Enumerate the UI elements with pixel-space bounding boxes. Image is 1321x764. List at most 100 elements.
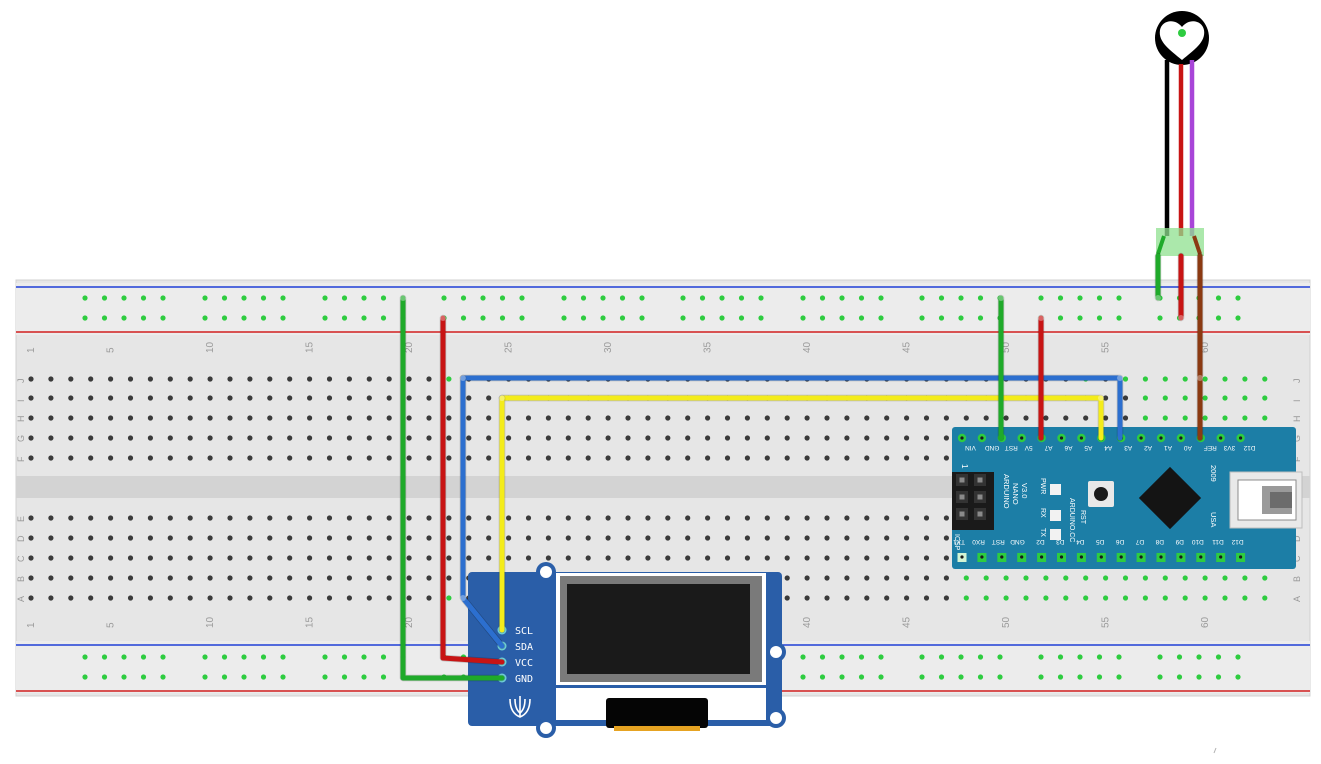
breadboard-hole <box>963 415 969 421</box>
breadboard-hole <box>506 555 512 561</box>
column-number-top: 50 <box>1001 341 1012 353</box>
rail-hole <box>101 674 108 680</box>
rail-hole <box>1196 654 1202 660</box>
breadboard-hole <box>844 435 850 441</box>
rail-hole <box>280 674 286 680</box>
breadboard-hole <box>1142 395 1148 401</box>
breadboard-hole <box>864 455 870 461</box>
breadboard-hole <box>267 415 273 421</box>
rail-hole <box>1057 295 1064 301</box>
breadboard-hole <box>605 455 611 461</box>
column-number-top: 45 <box>902 341 913 353</box>
breadboard-hole <box>844 415 850 421</box>
rail-hole <box>101 654 108 660</box>
rail-hole <box>202 295 208 301</box>
breadboard-hole <box>685 435 691 441</box>
breadboard-hole <box>207 415 213 421</box>
breadboard-hole <box>864 515 870 521</box>
breadboard-hole <box>187 415 193 421</box>
breadboard-hole <box>247 575 253 581</box>
rail-hole <box>1235 295 1241 301</box>
rail-hole <box>1235 674 1241 680</box>
icsp-pin-center <box>977 511 983 517</box>
breadboard-hole <box>943 575 950 581</box>
breadboard-hole <box>1142 595 1148 601</box>
row-letter: A <box>16 596 26 602</box>
breadboard-hole <box>724 435 731 441</box>
breadboard-hole <box>68 555 74 561</box>
nano-top-pin-center <box>1239 436 1243 440</box>
rail-hole <box>858 674 865 680</box>
rail-hole <box>140 295 147 301</box>
nano-top-pin-label: RST <box>1005 444 1018 451</box>
row-letter: I <box>1292 399 1302 402</box>
breadboard-hole <box>1242 376 1248 382</box>
breadboard-hole <box>724 455 731 461</box>
breadboard-hole <box>446 435 452 441</box>
icsp-pin-center <box>977 494 983 500</box>
rail-hole <box>1116 674 1122 680</box>
breadboard-hole <box>1182 376 1188 382</box>
rail-hole <box>1116 654 1122 660</box>
breadboard-hole <box>287 515 293 521</box>
breadboard-hole <box>923 535 930 541</box>
nano-bottom-pin-label: D7 <box>1135 538 1144 545</box>
rail-hole <box>499 315 506 321</box>
rail-hole <box>322 674 328 680</box>
wire-end <box>1098 395 1104 401</box>
breadboard-hole <box>287 435 293 441</box>
breadboard-hole <box>127 555 134 561</box>
nano-top-pin-label: A1 <box>1164 444 1172 451</box>
breadboard-hole <box>28 376 34 382</box>
column-number-bottom: 1 <box>26 622 37 628</box>
breadboard-hole <box>525 455 532 461</box>
breadboard-hole <box>1222 575 1228 581</box>
breadboard-hole <box>565 535 571 541</box>
rail-hole <box>1215 654 1222 660</box>
nano-bottom-pin-center <box>960 555 964 559</box>
breadboard-hole <box>446 575 452 581</box>
breadboard-hole <box>506 515 512 521</box>
breadboard-hole <box>287 415 293 421</box>
breadboard-hole <box>506 535 512 541</box>
nano-bottom-pin-label: D10 <box>1191 538 1203 545</box>
nano-bottom-pin-label: D8 <box>1155 538 1164 545</box>
rail-hole <box>322 315 328 321</box>
breadboard-hole <box>1182 595 1188 601</box>
rail-hole <box>977 295 984 301</box>
breadboard-hole <box>864 555 870 561</box>
rail-hole <box>441 295 447 301</box>
breadboard-hole <box>187 535 193 541</box>
breadboard-hole <box>426 515 432 521</box>
breadboard-hole <box>665 415 671 421</box>
column-number-bottom: 55 <box>1101 616 1112 628</box>
breadboard-hole <box>346 575 352 581</box>
row-letter: D <box>16 535 26 542</box>
heart-icon <box>1159 21 1205 60</box>
nano-bottom-pin-center <box>1159 555 1163 559</box>
breadboard-hole <box>625 435 631 441</box>
breadboard-hole <box>525 515 532 521</box>
breadboard-hole <box>227 575 233 581</box>
breadboard-hole <box>326 555 333 561</box>
breadboard-hole <box>1182 415 1188 421</box>
breadboard-hole <box>247 376 253 382</box>
wire-end <box>400 295 406 301</box>
breadboard-hole <box>167 515 173 521</box>
breadboard-hole <box>824 575 830 581</box>
nano-top-pin-center <box>1179 436 1183 440</box>
breadboard-hole <box>824 435 830 441</box>
breadboard-hole <box>127 455 134 461</box>
rail-hole <box>1077 654 1083 660</box>
breadboard-hole <box>1222 595 1228 601</box>
breadboard-hole <box>685 555 691 561</box>
breadboard-hole <box>506 455 512 461</box>
breadboard-hole <box>804 455 810 461</box>
breadboard-hole <box>685 455 691 461</box>
sensor-led <box>1178 29 1186 37</box>
breadboard-hole <box>525 415 532 421</box>
breadboard-hole <box>426 415 432 421</box>
nano-top-pin-label: D12 <box>1243 444 1255 451</box>
breadboard-hole <box>48 395 54 401</box>
breadboard-hole <box>48 376 54 382</box>
